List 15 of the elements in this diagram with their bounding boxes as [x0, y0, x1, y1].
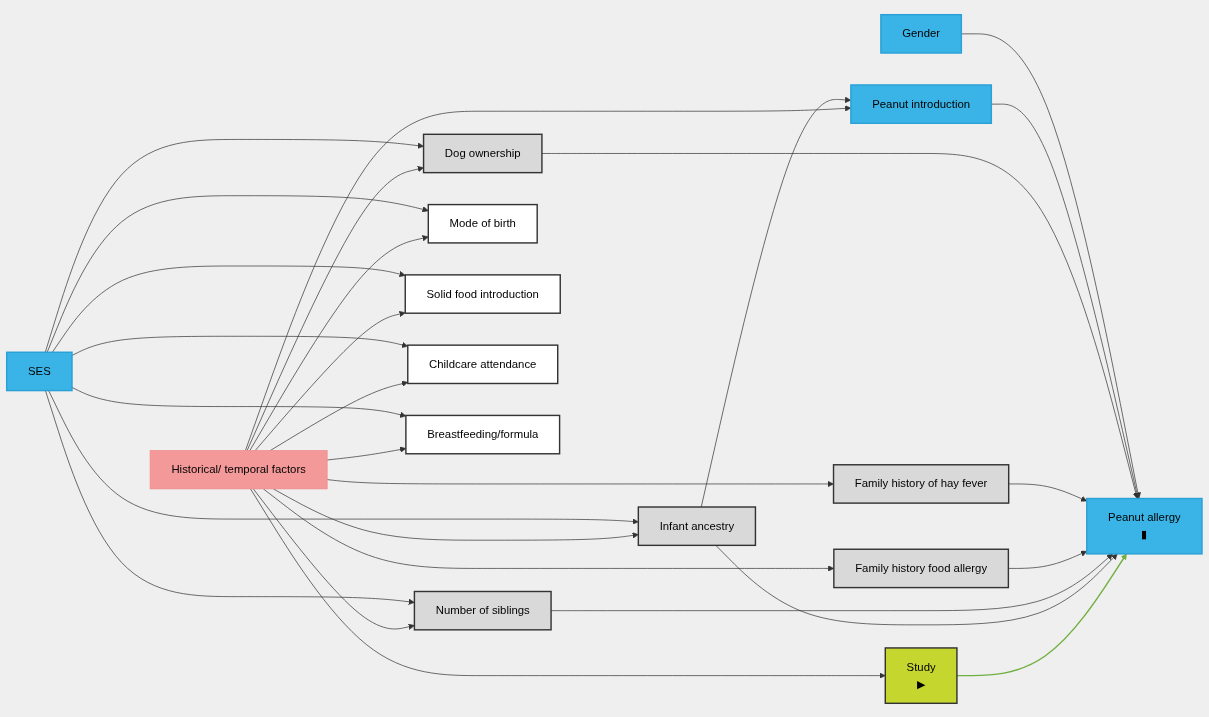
node-box: Childcare attendance — [407, 343, 559, 384]
node-box: Infant ancestry — [637, 505, 757, 546]
node-box: Gender — [880, 13, 963, 54]
node-box: Historical/ temporal factors — [149, 449, 328, 489]
node-box: Family history of hay fever — [832, 463, 1010, 504]
node-box: Peanut introduction — [850, 83, 993, 124]
node-box: SES — [6, 351, 73, 391]
node-box: Mode of birth — [427, 203, 539, 244]
node-box: Family history food allergy — [833, 548, 1010, 588]
node-box: Breastfeeding/formula — [405, 414, 561, 454]
node-box: Number of siblings — [413, 590, 552, 631]
node-box: Solid food introduction — [404, 273, 562, 314]
node-box: Study ▶ — [884, 646, 958, 704]
node-box: Dog ownership — [423, 133, 543, 173]
node-box: Peanut allergy ▮ — [1086, 497, 1203, 555]
